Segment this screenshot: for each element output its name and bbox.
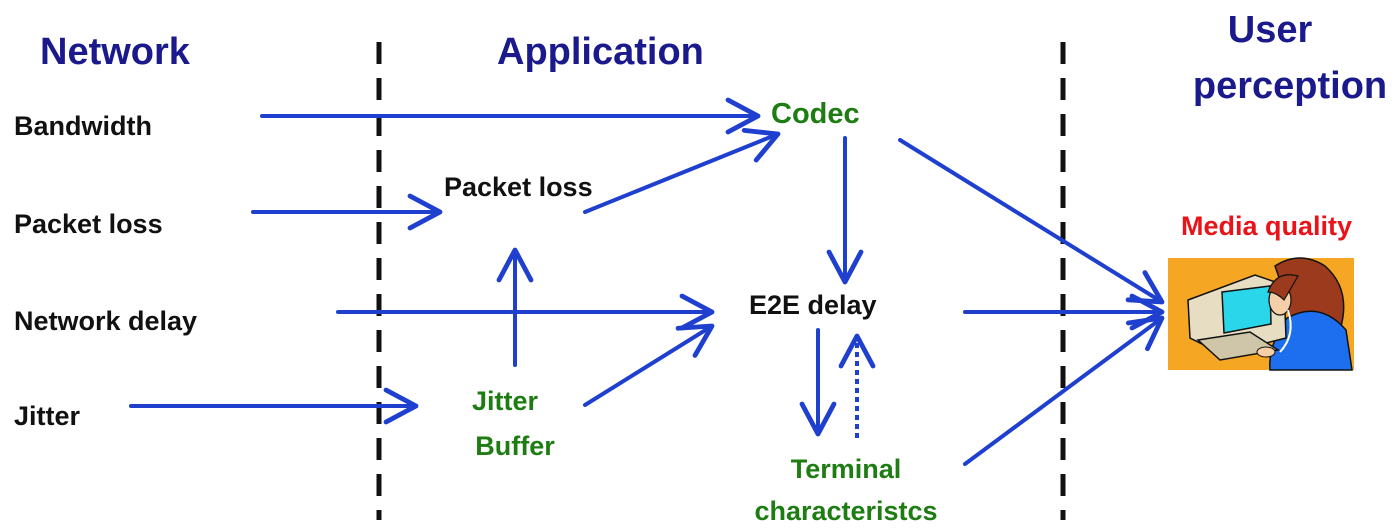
user-at-computer-icon xyxy=(1168,257,1354,371)
label-terminal-line2: characteristcs xyxy=(754,496,937,526)
header-user-line1: User xyxy=(1228,9,1313,51)
label-jitter: Jitter xyxy=(14,401,81,431)
label-bandwidth: Bandwidth xyxy=(14,111,152,141)
header-application: Application xyxy=(497,31,704,73)
label-packet-loss-application: Packet loss xyxy=(444,172,593,202)
header-network: Network xyxy=(40,31,191,73)
label-codec: Codec xyxy=(771,98,860,130)
arrow-codec-to-media-quality xyxy=(898,138,1165,305)
label-terminal-line1: Terminal xyxy=(791,454,902,484)
label-e2e-delay: E2E delay xyxy=(749,290,877,320)
header-user-line2: perception xyxy=(1193,65,1387,107)
arrow-app-packetloss-to-codec xyxy=(583,128,781,214)
label-network-delay: Network delay xyxy=(14,306,197,336)
arrow-terminal-to-media-quality xyxy=(963,315,1165,466)
label-jitter-buffer-line2: Buffer xyxy=(475,431,555,461)
label-media-quality: Media quality xyxy=(1181,211,1352,241)
label-jitter-buffer-line1: Jitter xyxy=(472,386,539,416)
label-packet-loss-network: Packet loss xyxy=(14,209,163,239)
arrow-jitter-buffer-to-e2e xyxy=(583,323,715,407)
